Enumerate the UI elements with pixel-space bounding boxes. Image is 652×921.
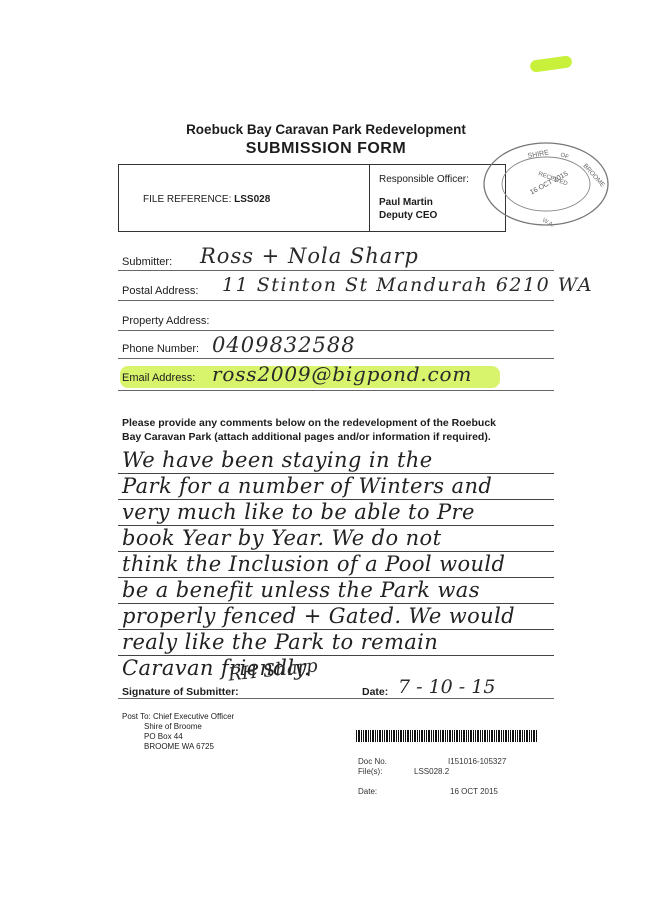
doc-date-label: Date: (358, 787, 378, 796)
doc-no-value: I151016-105327 (448, 757, 507, 766)
files-label: File(s): (358, 767, 383, 776)
doc-date-value: 16 OCT 2015 (450, 787, 498, 796)
box-divider (369, 165, 370, 231)
comment-line: think the Inclusion of a Pool would (122, 552, 506, 576)
comment-line: We have been staying in the (122, 448, 433, 472)
post-to-line1: Post To: Chief Executive Officer (122, 712, 235, 721)
highlighter-mark (529, 55, 573, 73)
comment-rule (118, 655, 554, 656)
file-reference-label: FILE REFERENCE: (143, 194, 232, 205)
signature-rule (118, 698, 554, 699)
signature-label: Signature of Submitter: (122, 686, 239, 698)
phone-number-value: 0409832588 (212, 333, 356, 357)
file-reference-box: FILE REFERENCE: LSS028 Responsible Offic… (118, 164, 506, 232)
post-to-line2: Shire of Broome (144, 722, 202, 731)
comment-rule (118, 603, 554, 604)
comment-line: realy like the Park to remain (122, 630, 439, 654)
comment-line: be a benefit unless the Park was (122, 578, 480, 602)
email-address-value: ross2009@bigpond.com (212, 362, 473, 386)
post-to-line3: PO Box 44 (144, 732, 183, 741)
email-highlight (120, 366, 500, 388)
form-title: SUBMISSION FORM (245, 140, 407, 157)
comment-rule (118, 551, 554, 552)
date-value: 7 - 10 - 15 (398, 676, 496, 698)
comment-line: Caravan friendly. (122, 656, 311, 680)
postal-address-value: 11 Stinton St Mandurah 6210 WA (222, 274, 594, 296)
comment-line: properly fenced + Gated. We would (122, 604, 516, 628)
comment-rule (118, 629, 554, 630)
responsible-officer-label: Responsible Officer: (379, 174, 469, 185)
submitter-value: Ross + Nola Sharp (200, 244, 419, 268)
date-label: Date: (362, 686, 389, 698)
postal-address-label: Postal Address: (122, 285, 199, 297)
comment-rule (118, 473, 554, 474)
stamp-of: OF (559, 152, 569, 161)
file-reference: FILE REFERENCE: LSS028 (143, 194, 270, 205)
officer-title: Deputy CEO (379, 210, 438, 221)
comment-rule (118, 577, 554, 578)
comments-prompt-line1: Please provide any comments below on the… (122, 417, 497, 429)
property-rule (118, 330, 554, 331)
file-reference-value: LSS028 (234, 194, 271, 205)
stamp-shire: SHIRE (527, 149, 550, 160)
comments-prompt-line2: Bay Caravan Park (attach additional page… (122, 431, 491, 443)
phone-rule (118, 358, 554, 359)
phone-number-label: Phone Number: (122, 343, 200, 355)
comment-line: Park for a number of Winters and (122, 474, 493, 498)
comment-line: very much like to be able to Pre (122, 500, 475, 524)
received-stamp: SHIRE OF BROOME RECEIVED 16 OCT 2015 W.A… (483, 142, 609, 227)
submitter-rule (118, 270, 554, 271)
email-address-label: Email Address: (122, 372, 196, 384)
files-value: LSS028.2 (414, 767, 450, 776)
doc-no-label: Doc No. (358, 757, 387, 766)
comment-line: book Year by Year. We do not (122, 526, 442, 550)
email-rule (118, 390, 554, 391)
stamp-wa: W.A. (541, 218, 555, 227)
submitter-label: Submitter: (122, 256, 173, 268)
post-to-line4: BROOME WA 6725 (144, 742, 214, 751)
comment-rule (118, 525, 554, 526)
postal-rule (118, 300, 554, 301)
barcode (356, 730, 538, 742)
property-address-label: Property Address: (122, 315, 210, 327)
comment-rule (118, 499, 554, 500)
officer-name: Paul Martin (379, 197, 433, 208)
post-to-address: Post To: Chief Executive Officer Shire o… (122, 712, 234, 752)
comments-prompt: Please provide any comments below on the… (122, 416, 496, 444)
document-title: Roebuck Bay Caravan Park Redevelopment (186, 122, 466, 137)
